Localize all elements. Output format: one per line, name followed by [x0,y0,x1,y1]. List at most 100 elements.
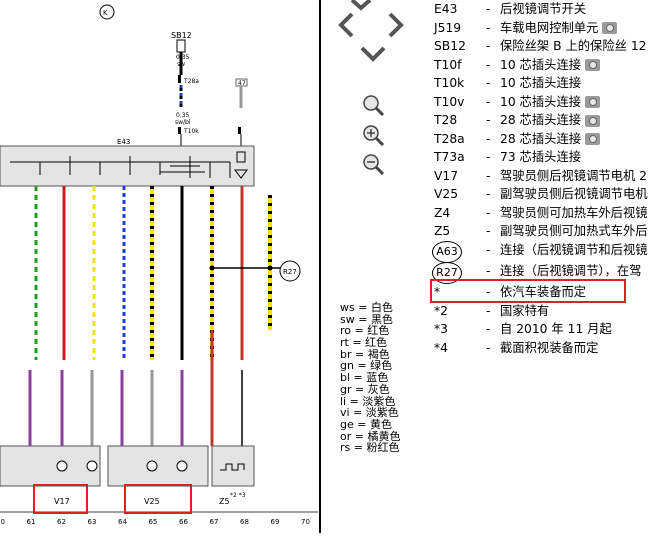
fuse-wire2-color: sw/bl [175,119,191,126]
color-key-row: ge = 黄色 [340,417,392,431]
legend-dash: - [486,285,491,299]
legend-description: 73 芯插头连接 [500,150,582,164]
lower-wires [28,330,243,446]
legend-dash: - [486,150,491,164]
motor-symbol [56,460,68,472]
legend-dash: - [486,205,491,220]
connector-pin [178,127,181,134]
legend-code: T10k [434,76,465,90]
heater-element-symbol [220,463,245,471]
chevron-up-icon[interactable] [350,0,372,12]
legend-code: Z5 [434,224,451,238]
camera-icon[interactable] [585,133,601,145]
motor-symbol [146,460,158,472]
ruler-tick-label: 61 [27,518,36,526]
legend-dash: - [486,340,491,355]
r27-label: R27 [283,268,297,276]
legend-description: 28 芯插头连接 [500,111,601,130]
legend-dash: - [486,131,491,146]
v17-label: V17 [54,497,70,506]
wire-bundle [34,186,282,360]
legend-code: J519 [434,20,462,35]
ruler-tick-label: 65 [149,518,158,526]
zoom-out-icon[interactable] [362,153,386,177]
junction-dot [209,265,215,271]
legend-code: *2 [434,303,448,318]
color-key-row: bl = 蓝色 [340,371,389,385]
connector-pin [178,75,181,83]
legend-dash: - [486,76,491,90]
color-key-row: sw = 黑色 [340,312,393,326]
legend-description: 10 芯插头连接 [500,76,582,90]
motor-symbol [86,460,98,472]
ruler-tick-label: 69 [271,518,280,526]
ruler-tick-label: 64 [118,518,127,526]
box-47-label: 47 [238,80,246,87]
ruler-tick-label: 67 [210,518,219,526]
camera-icon[interactable] [602,22,618,34]
fuse-wire2-gauge: 0.35 [176,112,190,119]
legend-description: 10 芯插头连接 [500,56,601,75]
legend-code: *4 [434,340,448,355]
legend-dash: - [486,242,491,257]
color-key-row: rt = 红色 [340,336,388,350]
legend-code: * [434,285,441,299]
zoom-icon[interactable] [362,94,386,118]
legend-description: 驾驶员侧可加热车外后视镜 [500,205,648,220]
fuse-wire-color: sw [177,61,185,68]
fuse-wire-gauge: 0.35 [176,54,190,61]
color-key-row: vi = 淡紫色 [340,406,399,420]
e43-component-box [0,145,255,187]
camera-icon[interactable] [585,96,601,108]
legend-dash: - [486,168,491,183]
highlight-v17 [33,484,88,514]
color-key-row: br = 褐色 [340,347,390,361]
legend-dash: - [486,20,491,35]
junction-dot [267,265,273,271]
chevron-left-icon[interactable] [336,12,356,38]
camera-icon[interactable] [585,59,601,71]
legend-code: Z4 [434,205,451,220]
highlight-v25 [124,484,192,514]
legend-dash: - [486,322,491,336]
legend-code: V25 [434,187,459,201]
zoom-in-icon[interactable] [362,124,386,148]
ruler-tick-label: 63 [88,518,97,526]
chevron-down-icon[interactable] [360,44,386,64]
chevron-right-icon[interactable] [386,12,406,38]
legend-description: 自 2010 年 11 月起 [500,322,612,336]
ground-point-label: K [103,9,108,17]
legend-description: 保险丝架 B 上的保险丝 12 [500,39,647,53]
legend-dash: - [486,224,491,238]
color-key-row: li = 淡紫色 [340,394,396,408]
legend-dash: - [486,57,491,72]
connector-pin [238,127,241,134]
legend-code: T10f [434,57,462,72]
v17-motor-box [0,445,101,487]
ruler-tick-label: 68 [240,518,249,526]
legend-dash: - [486,94,491,109]
ruler-tick-label: 62 [57,518,66,526]
color-key-row: rs = 粉红色 [340,441,400,455]
legend-code: T28a [434,131,465,146]
motor-symbol [176,460,188,472]
legend-description: 截面积视装备而定 [500,340,599,355]
ruler-tick-label: 70 [301,518,310,526]
color-key-row: or = 橘黄色 [340,429,401,443]
camera-icon[interactable] [585,114,601,127]
legend-code: V17 [434,168,459,183]
switch-internals [10,151,248,179]
legend-dash: - [486,187,491,201]
legend-code: T73a [434,150,465,164]
ruler-tick-label: 60 [0,518,5,526]
color-key-row: ro = 红色 [340,324,390,338]
legend-dash: - [486,303,491,318]
z5-label: Z5 [219,497,230,506]
legend-description: 副驾驶员侧后视镜调节电机 [500,187,648,201]
legend-description: 副驾驶员侧可加热式车外后 [500,224,648,238]
e43-label: E43 [117,138,130,146]
ruler-tick-label: 66 [179,518,188,526]
z5-heater-box [211,445,255,487]
r27-connection-symbol [279,260,301,282]
